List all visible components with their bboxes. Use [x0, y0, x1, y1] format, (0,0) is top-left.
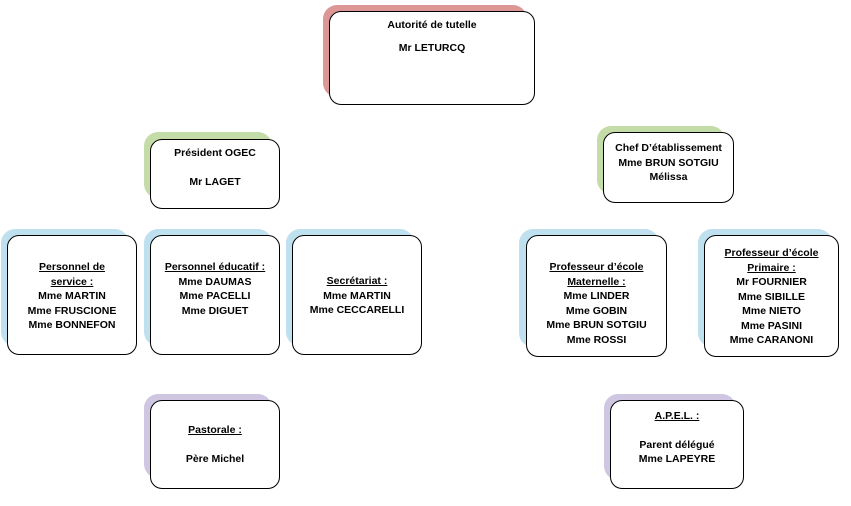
node-person: Père Michel	[185, 452, 245, 465]
member-name: Mme GOBIN	[565, 304, 628, 317]
member-name: Mme NIETO	[742, 305, 801, 317]
node-title: Pastorale :	[188, 424, 242, 436]
node-box: Autorité de tutelle Mr LETURCQ	[329, 11, 535, 105]
member-name: Mr FOURNIER	[736, 276, 807, 288]
node-title: Président OGEC	[174, 147, 256, 159]
node-title: Chef D’établissement	[615, 142, 722, 154]
node-box: Professeur d’école Maternelle : Mme LIND…	[526, 235, 667, 357]
node-person: Mme LAPEYRE	[638, 453, 716, 465]
node-title: Personnel éducatif :	[164, 261, 266, 273]
member-name: Mme SIBILLE	[737, 290, 806, 303]
node-box: Pastorale : Père Michel	[150, 400, 280, 489]
member-name: Mme DAUMAS	[178, 275, 252, 288]
member-name: Mme ROSSI	[566, 333, 627, 346]
node-title-cont: service :	[50, 275, 94, 288]
node-title: Autorité de tutelle	[387, 19, 477, 31]
node-box: Secrétariat : Mme MARTIN Mme CECCARELLI	[292, 235, 422, 355]
node-title: Secrétariat :	[326, 275, 388, 287]
node-person: Mr LAGET	[189, 175, 241, 188]
node-title: Professeur d’école	[724, 247, 819, 259]
node-box: Personnel de service : Mme MARTIN Mme FR…	[7, 235, 137, 355]
member-name: Mme CARANONI	[729, 334, 814, 346]
node-title: Personnel de	[39, 261, 105, 273]
member-name: Mme BONNEFON	[28, 319, 116, 331]
member-name: Mme BRUN SOTGIU	[546, 319, 647, 331]
node-person: Mme BRUN SOTGIU	[618, 156, 719, 169]
member-name: Mme CECCARELLI	[309, 304, 405, 316]
node-title: A.P.E.L. :	[654, 410, 700, 422]
member-name: Mme LINDER	[563, 290, 630, 302]
node-box: Professeur d’école Primaire : Mr FOURNIE…	[704, 235, 839, 357]
node-box: Président OGEC Mr LAGET	[150, 139, 280, 209]
member-name: Mme FRUSCIONE	[27, 304, 117, 317]
node-role: Parent délégué	[639, 438, 715, 451]
member-name: Mme MARTIN	[38, 290, 106, 302]
node-box: Chef D’établissement Mme BRUN SOTGIU Mél…	[603, 132, 734, 203]
node-title: Professeur d’école	[549, 261, 644, 273]
node-title-cont: Primaire :	[747, 261, 796, 274]
member-name: Mme DIGUET	[181, 304, 249, 317]
node-person: Mr LETURCQ	[398, 41, 466, 54]
node-box: A.P.E.L. : Parent délégué Mme LAPEYRE	[610, 400, 744, 489]
member-name: Mme PASINI	[740, 319, 803, 332]
node-title-cont: Maternelle :	[567, 275, 626, 288]
node-box: Personnel éducatif : Mme DAUMAS Mme PACE…	[150, 235, 280, 355]
member-name: Mme MARTIN	[323, 289, 391, 302]
node-person-firstname: Mélissa	[649, 171, 688, 183]
member-name: Mme PACELLI	[179, 290, 251, 302]
